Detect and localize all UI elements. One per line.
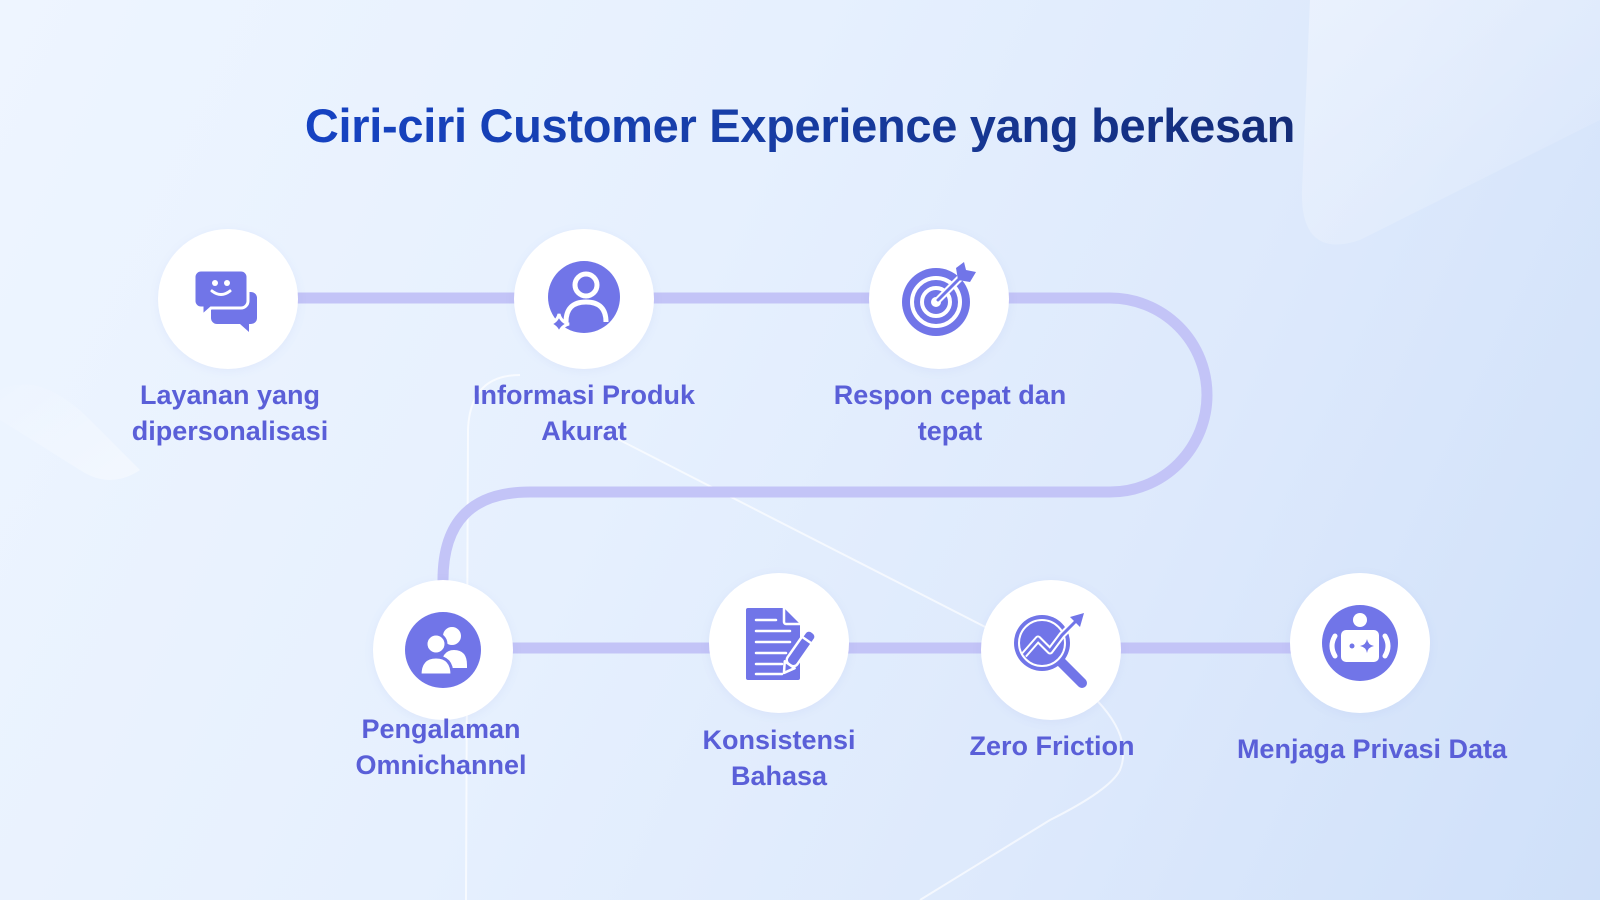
node-omnichannel: [373, 580, 513, 720]
item-label: Pengalaman Omnichannel: [355, 714, 527, 780]
document-pencil-icon: [746, 608, 817, 680]
page-title: Ciri-ciri Customer Experience yang berke…: [0, 98, 1600, 153]
node-language-consistency: [709, 573, 849, 713]
item-label: Layanan yang dipersonalisasi: [131, 380, 329, 446]
item-label: Respon cepat dan tepat: [833, 380, 1067, 446]
item-label: Informasi Produk Akurat: [472, 380, 696, 446]
magnify-trend-icon: [1014, 613, 1087, 688]
item-label: Zero Friction: [969, 731, 1135, 761]
node-accurate-product-info: [514, 229, 654, 369]
node-data-privacy: [1290, 573, 1430, 713]
node-zero-friction: [981, 580, 1121, 720]
robot-icon: [1322, 605, 1398, 681]
item-label: Konsistensi Bahasa: [702, 725, 856, 791]
user-sparkle-icon: [548, 261, 620, 335]
node-personalized-service: [158, 229, 298, 369]
node-fast-response: [869, 229, 1009, 369]
users-group-icon: [405, 612, 481, 688]
target-arrow-icon: [902, 262, 976, 336]
chat-bubbles-smile-icon: [192, 268, 257, 332]
item-label: Menjaga Privasi Data: [1236, 734, 1508, 764]
